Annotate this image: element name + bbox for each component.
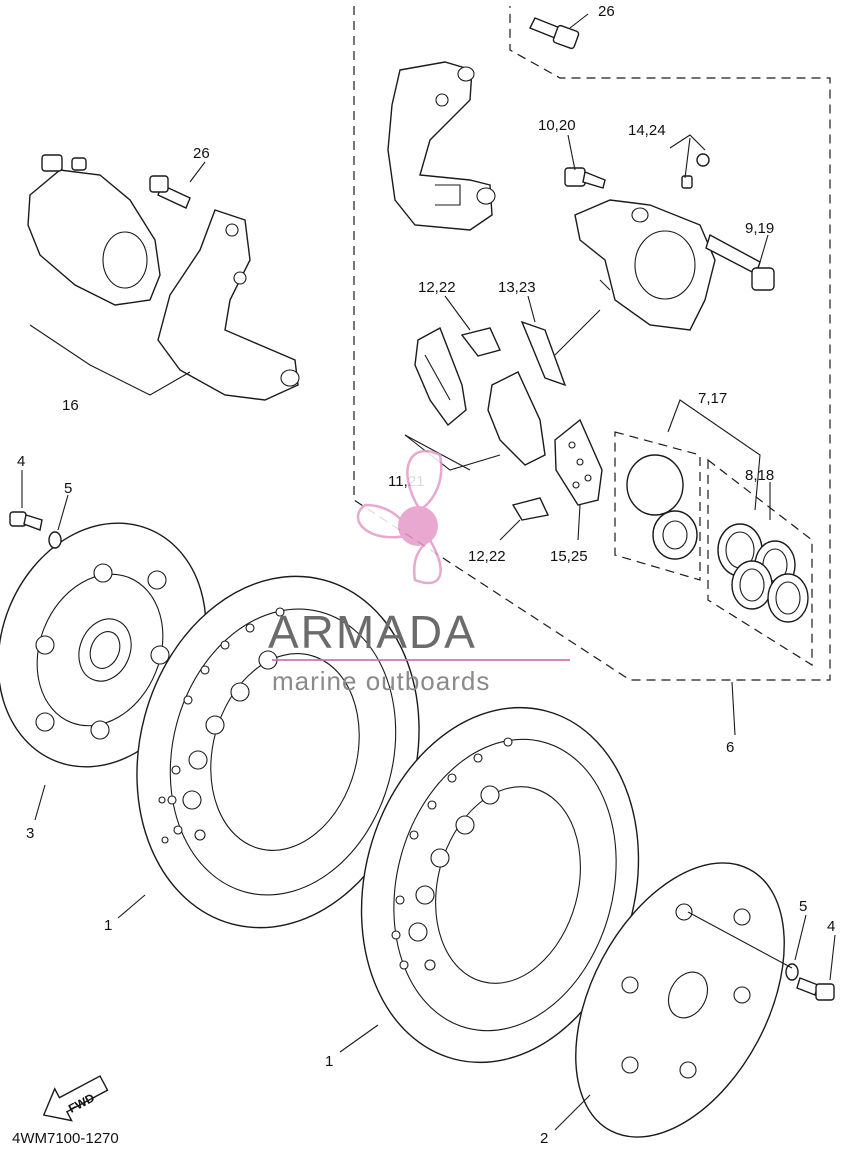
label-9-19: 9,19 <box>745 220 774 237</box>
label-14-24: 14,24 <box>628 122 666 139</box>
leader-10-20 <box>567 134 576 171</box>
label-15-25: 15,25 <box>550 548 588 565</box>
leader-5-left <box>57 494 69 531</box>
label-4-right: 4 <box>827 918 835 935</box>
leader-15-25 <box>577 504 581 541</box>
bolt-4-left <box>9 511 43 531</box>
bolt-26-top <box>529 17 580 50</box>
leader-7-17 <box>667 399 761 511</box>
seal-8-18 <box>717 523 809 623</box>
caliper-bracket-left <box>157 209 300 401</box>
label-16: 16 <box>62 397 79 414</box>
label-6: 6 <box>726 739 734 756</box>
label-3: 3 <box>26 825 34 842</box>
caliper-body-left <box>27 154 161 306</box>
leader-2 <box>554 1094 591 1131</box>
leader-26-left <box>189 161 206 183</box>
caliper-bracket-right <box>387 61 496 231</box>
leader-pads <box>404 434 501 471</box>
label-26-left: 26 <box>193 145 210 162</box>
label-1-lower: 1 <box>325 1053 333 1070</box>
leader-4-right <box>829 934 836 981</box>
leader-13-23 <box>527 295 536 323</box>
leader-9-19 <box>759 234 769 263</box>
hub-cover-2 <box>575 862 785 1138</box>
leader-26-top <box>569 13 589 29</box>
leader-1-lower <box>339 1024 379 1053</box>
piston-7-17 <box>626 454 698 560</box>
pad-spring-12-22-bottom <box>511 497 550 521</box>
brake-pad-right <box>414 327 467 427</box>
seal-kit-boundary-2 <box>707 458 813 667</box>
leader-5-right <box>794 914 807 961</box>
label-13-23: 13,23 <box>498 279 536 296</box>
watermark-logo <box>272 449 570 661</box>
pad-shim-15-25 <box>554 418 603 506</box>
label-2: 2 <box>540 1130 548 1147</box>
leader-12-22-bottom <box>499 519 521 541</box>
cap-14-24 <box>669 134 710 189</box>
brake-pad-left-inner <box>487 371 546 466</box>
leader-14-24 <box>684 137 691 179</box>
label-26-top: 26 <box>598 3 615 20</box>
label-1-upper: 1 <box>104 917 112 934</box>
diagram-code: 4WM7100-1270 <box>12 1130 119 1147</box>
bleed-screw-10-20 <box>564 167 606 189</box>
bolt-4-right <box>796 977 835 1001</box>
leader-bolt-axis-right <box>687 911 793 969</box>
brake-disc-1-upper <box>136 575 420 929</box>
washer-5-left <box>48 531 62 549</box>
leader-1-upper <box>117 894 146 919</box>
washer-5-right <box>785 963 799 981</box>
caliper-body-right <box>574 199 716 331</box>
fwd-arrow <box>42 1075 109 1122</box>
label-4-left: 4 <box>17 453 25 470</box>
watermark-tagline: marine outboards <box>272 666 490 696</box>
bolt-26-left <box>149 175 191 209</box>
leader-12-22-top <box>444 295 471 331</box>
label-10-20: 10,20 <box>538 117 576 134</box>
brake-disc-1-lower <box>360 706 640 1064</box>
watermark-brand: ARMADA <box>268 606 477 658</box>
propeller-blade-1 <box>406 449 443 512</box>
pin-bolt-9-19 <box>705 233 775 291</box>
leader-3 <box>34 784 46 821</box>
leader-6 <box>731 681 736 736</box>
leader-13-23-b <box>554 309 601 356</box>
label-5-right: 5 <box>799 898 807 915</box>
label-8-18: 8,18 <box>745 467 774 484</box>
propeller-blade-3 <box>413 538 442 585</box>
seal-kit-boundary <box>614 431 701 581</box>
label-12-22-bottom: 12,22 <box>468 548 506 565</box>
leader-16 <box>29 324 191 396</box>
label-12-22-top: 12,22 <box>418 279 456 296</box>
pad-spring-12-22-top <box>460 327 501 357</box>
propeller-hub <box>398 506 438 546</box>
label-5-left: 5 <box>64 480 72 497</box>
label-7-17: 7,17 <box>698 390 727 407</box>
shim-13-23 <box>520 320 567 387</box>
